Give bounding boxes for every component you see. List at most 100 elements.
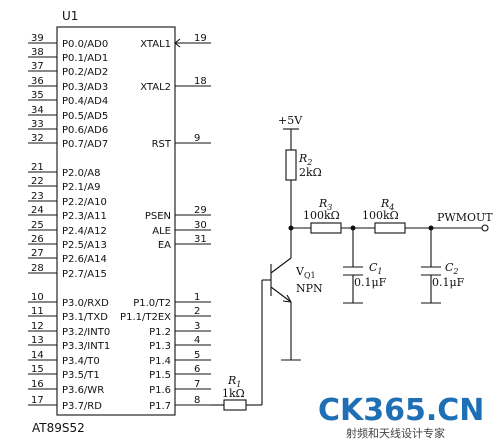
pin-label: PSEN bbox=[145, 211, 171, 222]
transistor-emitter-leg bbox=[270, 286, 292, 303]
right-pin: 3P1.2 bbox=[149, 321, 211, 338]
pin-number: 15 bbox=[31, 364, 44, 375]
pin-number: 36 bbox=[31, 76, 44, 87]
pin-label: P3.5/T1 bbox=[62, 370, 100, 381]
emitter-arrow-icon bbox=[282, 294, 292, 303]
pin-number: 19 bbox=[194, 33, 207, 44]
left-pin-group: 39P0.0/AD038P0.1/AD137P0.2/AD236P0.3/AD3… bbox=[28, 33, 110, 412]
chip-body bbox=[56, 26, 176, 416]
pin-label: P2.4/A12 bbox=[62, 226, 107, 237]
right-pin: 7P1.6 bbox=[149, 379, 211, 396]
pin-label: XTAL1 bbox=[140, 39, 171, 50]
pin-number: 27 bbox=[31, 248, 44, 259]
clock-arrow-icon bbox=[174, 38, 181, 48]
output-terminal-icon bbox=[481, 224, 489, 232]
pin-label: P2.3/A11 bbox=[62, 211, 107, 222]
pin-number: 21 bbox=[31, 162, 44, 173]
watermark-logo-text: CK365.CN bbox=[318, 393, 484, 428]
pin-label: P3.7/RD bbox=[62, 401, 102, 412]
pin-label: P0.6/AD6 bbox=[62, 125, 108, 136]
resistor-r2 bbox=[285, 149, 297, 181]
pin-label: RST bbox=[152, 139, 172, 150]
pin-number: 32 bbox=[31, 133, 44, 144]
c1-value: 0.1μF bbox=[354, 276, 387, 289]
pin-label: P0.1/AD1 bbox=[62, 53, 108, 64]
pin-label: P3.4/T0 bbox=[62, 356, 100, 367]
pin-number: 34 bbox=[31, 105, 44, 116]
pin-label: P1.7 bbox=[149, 401, 171, 412]
pin-number: 38 bbox=[31, 47, 44, 58]
pin-number: 10 bbox=[31, 292, 44, 303]
r3-ref: R3 bbox=[318, 197, 332, 212]
pin-number: 8 bbox=[194, 395, 200, 406]
q1-ref: VQ1 bbox=[295, 265, 316, 280]
chip-part-number: AT89S52 bbox=[32, 421, 85, 435]
pin-label: P2.6/A14 bbox=[62, 254, 107, 265]
pin-label: P2.5/A13 bbox=[62, 240, 107, 251]
pin-label: P3.1/TXD bbox=[62, 312, 108, 323]
pin-label: P1.4 bbox=[149, 356, 171, 367]
watermark-logo: CK365.CN bbox=[318, 393, 484, 428]
pin-label: P0.0/AD0 bbox=[62, 39, 108, 50]
r4-value: 100kΩ bbox=[362, 209, 399, 222]
right-pin: 8P1.7 bbox=[149, 395, 211, 412]
pin-label: P3.2/INT0 bbox=[62, 327, 110, 338]
pin-number: 33 bbox=[31, 119, 44, 130]
pin-label: P2.7/A15 bbox=[62, 269, 107, 280]
c2-ref: C2 bbox=[445, 261, 459, 276]
pin-number: 39 bbox=[31, 33, 44, 44]
pin-number: 14 bbox=[31, 350, 44, 361]
right-pin: 1P1.0/T2 bbox=[133, 292, 211, 309]
r4-ref: R4 bbox=[380, 197, 394, 212]
output-label: PWMOUT bbox=[437, 211, 493, 224]
q1-type: NPN bbox=[296, 282, 323, 295]
pin-label: ALE bbox=[152, 226, 171, 237]
pin-number: 5 bbox=[194, 350, 200, 361]
transistor-collector-leg bbox=[270, 257, 292, 274]
r3-value: 100kΩ bbox=[303, 209, 340, 222]
pin-number: 18 bbox=[194, 76, 207, 87]
r2-ref: R2 bbox=[298, 152, 312, 167]
pin-label: P1.3 bbox=[149, 341, 171, 352]
r1-ref: R1 bbox=[227, 374, 241, 389]
pin-label: P1.1/T2EX bbox=[120, 312, 171, 323]
watermark-tagline: 射频和天线设计专家 bbox=[346, 426, 445, 440]
vcc-label: +5V bbox=[278, 114, 303, 127]
right-pin: 4P1.3 bbox=[149, 335, 211, 352]
pin-number: 1 bbox=[194, 292, 200, 303]
pin-number: 22 bbox=[31, 176, 44, 187]
pin-label: EA bbox=[158, 240, 171, 251]
pin-label: P2.1/A9 bbox=[62, 182, 101, 193]
resistor-r3 bbox=[310, 222, 342, 234]
pin-number: 3 bbox=[194, 321, 200, 332]
chip-ref: U1 bbox=[62, 9, 78, 23]
pin-number: 37 bbox=[31, 61, 44, 72]
pin-number: 25 bbox=[31, 220, 44, 231]
pin-number: 29 bbox=[194, 205, 207, 216]
pin-label: P3.3/INT1 bbox=[62, 341, 110, 352]
pin-number: 23 bbox=[31, 191, 44, 202]
pin-number: 4 bbox=[194, 335, 200, 346]
pin-label: P1.2 bbox=[149, 327, 171, 338]
right-pin: 2P1.1/T2EX bbox=[120, 306, 211, 323]
pin-label: P3.6/WR bbox=[62, 385, 104, 396]
pin-number: 16 bbox=[31, 379, 44, 390]
